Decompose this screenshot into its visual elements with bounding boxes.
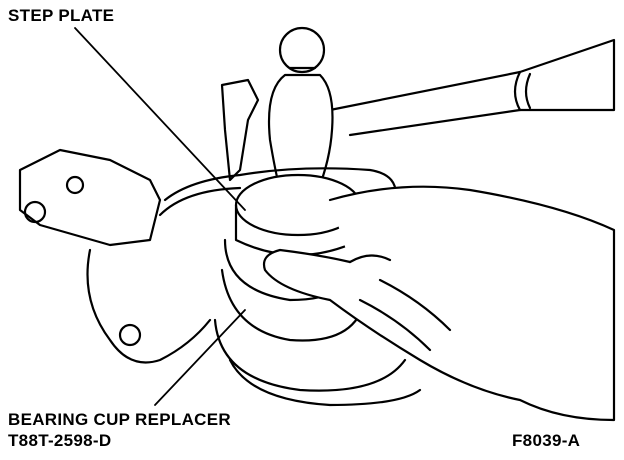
step-plate-label: STEP PLATE: [8, 6, 115, 25]
figure-id-label: F8039-A: [512, 431, 581, 450]
step-plate-leader: [74, 27, 246, 211]
tool-arm: [220, 78, 260, 182]
bearing-cup-replacer-label: BEARING CUP REPLACER: [8, 410, 231, 429]
tool-number-label: T88T-2598-D: [8, 431, 112, 450]
steering-knuckle: [18, 148, 397, 364]
hand: [262, 185, 616, 422]
hammer: [267, 26, 616, 197]
replacer-leader: [154, 309, 246, 406]
